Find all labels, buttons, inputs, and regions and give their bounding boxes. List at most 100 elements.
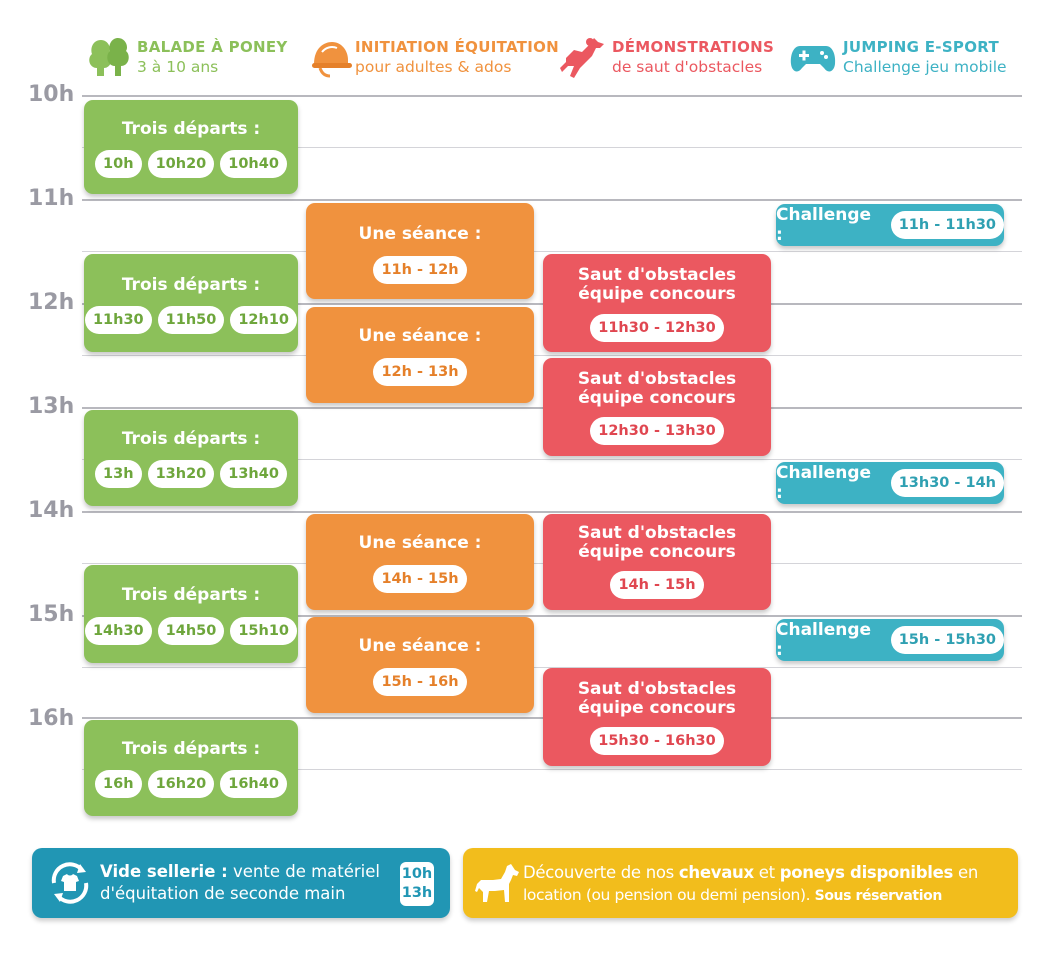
initiation-block: Une séance : 14h - 15h xyxy=(306,514,534,610)
hour-label: 13h xyxy=(28,394,75,419)
time-chip: 14h - 15h xyxy=(610,571,704,599)
grid-line-half xyxy=(82,769,1022,770)
decouverte-b2: poneys disponibles xyxy=(779,863,954,882)
time-chip: 15h10 xyxy=(230,617,298,645)
balade-block: Trois départs : 14h30 14h50 15h10 xyxy=(84,565,298,663)
grid-line-half xyxy=(82,251,1022,252)
recycle-tshirt-icon xyxy=(51,862,89,904)
time-chip: 10h40 xyxy=(220,150,287,178)
trees-icon xyxy=(89,38,129,76)
block-title-line2: équipe concours xyxy=(578,388,736,408)
grid-line-half xyxy=(82,667,1022,668)
time-chip: 10h20 xyxy=(147,150,215,178)
block-title-line2: équipe concours xyxy=(578,542,736,562)
vide-sellerie-title: Vide sellerie : xyxy=(100,862,228,881)
decouverte-t2: et xyxy=(753,863,780,882)
decouverte-box: Découverte de nos chevaux et poneys disp… xyxy=(463,848,1018,918)
vide-sellerie-time2: 13h xyxy=(401,885,433,901)
legend-subtitle: pour adultes & ados xyxy=(355,58,512,76)
legend-subtitle: 3 à 10 ans xyxy=(137,58,219,76)
time-chip: 14h - 15h xyxy=(373,565,467,593)
time-chip: 16h40 xyxy=(220,770,287,798)
initiation-block: Une séance : 15h - 16h xyxy=(306,617,534,713)
vide-sellerie-text1: vente de matériel xyxy=(227,862,380,881)
grid-line xyxy=(82,199,1022,201)
hour-label: 10h xyxy=(28,82,75,107)
block-title-line1: Saut d'obstacles xyxy=(577,369,737,389)
legend-demonstrations: DÉMONSTRATIONS de saut d'obstacles xyxy=(560,36,785,84)
gamepad-icon xyxy=(790,46,836,72)
show-jumping-horse-icon xyxy=(560,38,604,78)
hour-label: 11h xyxy=(28,186,75,211)
block-title: Trois départs : xyxy=(121,275,261,295)
decouverte-t3: en xyxy=(953,863,979,882)
time-chip: 16h xyxy=(95,770,142,798)
balade-block: Trois départs : 10h 10h20 10h40 xyxy=(84,100,298,194)
block-title: Trois départs : xyxy=(121,119,261,139)
grid-line-half xyxy=(82,355,1022,356)
balade-block: Trois départs : 16h 16h20 16h40 xyxy=(84,720,298,816)
demonstration-block: Saut d'obstacles équipe concours 12h30 -… xyxy=(543,358,771,456)
legend-balade: BALADE À PONEY 3 à 10 ans xyxy=(87,36,302,84)
legend-title: JUMPING E-SPORT xyxy=(843,38,999,56)
balade-block: Trois départs : 13h 13h20 13h40 xyxy=(84,410,298,506)
block-title: Trois départs : xyxy=(121,585,261,605)
block-title-line2: équipe concours xyxy=(578,698,736,718)
decouverte-b1: chevaux xyxy=(678,863,754,882)
legend-subtitle: Challenge jeu mobile xyxy=(843,58,1007,76)
decouverte-t4: location (ou pension ou demi pension). xyxy=(523,886,815,904)
esport-challenge-block: Challenge : 15h - 15h30 xyxy=(776,619,1004,661)
grid-line xyxy=(82,615,1022,617)
legend-initiation: INITIATION ÉQUITATION pour adultes & ado… xyxy=(310,36,559,84)
time-chip: 13h40 xyxy=(220,460,287,488)
hour-label: 14h xyxy=(28,498,75,523)
block-title-line2: équipe concours xyxy=(578,284,736,304)
challenge-label: Challenge : xyxy=(776,463,872,503)
block-title: Une séance : xyxy=(358,326,482,346)
block-title-line1: Saut d'obstacles xyxy=(577,679,737,699)
decouverte-line1: Découverte de nos chevaux et poneys disp… xyxy=(523,863,978,882)
pony-icon xyxy=(475,864,519,902)
initiation-block: Une séance : 11h - 12h xyxy=(306,203,534,299)
vide-sellerie-time1: 10h xyxy=(401,866,433,882)
time-chip: 14h50 xyxy=(157,617,225,645)
grid-line-half xyxy=(82,147,1022,148)
time-chip: 11h30 xyxy=(84,306,152,334)
grid-line xyxy=(82,95,1022,97)
demonstration-block: Saut d'obstacles équipe concours 14h - 1… xyxy=(543,514,771,610)
time-chip: 13h xyxy=(95,460,142,488)
challenge-label: Challenge : xyxy=(776,620,872,660)
vide-sellerie-line1: Vide sellerie : vente de matériel xyxy=(100,862,380,881)
time-chip: 14h30 xyxy=(84,617,152,645)
time-chip: 15h - 16h xyxy=(373,668,467,696)
block-title: Une séance : xyxy=(358,636,482,656)
balade-block: Trois départs : 11h30 11h50 12h10 xyxy=(84,254,298,352)
decouverte-b3: Sous réservation xyxy=(814,888,943,904)
time-chip: 15h - 15h30 xyxy=(890,626,1004,654)
legend-title: BALADE À PONEY xyxy=(137,38,288,56)
esport-challenge-block: Challenge : 13h30 - 14h xyxy=(776,462,1004,504)
legend-esport: JUMPING E-SPORT Challenge jeu mobile xyxy=(790,36,1030,84)
vide-sellerie-text2: d'équitation de seconde main xyxy=(100,884,346,903)
hour-label: 15h xyxy=(28,602,75,627)
esport-challenge-block: Challenge : 11h - 11h30 xyxy=(776,204,1004,246)
time-chip: 12h - 13h xyxy=(373,358,467,386)
time-chip: 15h30 - 16h30 xyxy=(590,727,724,755)
initiation-block: Une séance : 12h - 13h xyxy=(306,307,534,403)
time-chip: 12h10 xyxy=(230,306,298,334)
time-chip: 16h20 xyxy=(147,770,215,798)
legend-title: DÉMONSTRATIONS xyxy=(612,38,775,56)
grid-line-half xyxy=(82,459,1022,460)
time-chip: 11h - 11h30 xyxy=(890,211,1004,239)
time-chip: 11h - 12h xyxy=(373,256,467,284)
hour-label: 12h xyxy=(28,290,75,315)
challenge-label: Challenge : xyxy=(776,205,872,245)
grid-line xyxy=(82,511,1022,513)
time-chip: 11h30 - 12h30 xyxy=(590,314,724,342)
time-chip: 13h30 - 14h xyxy=(890,469,1004,497)
time-chip: 13h20 xyxy=(147,460,215,488)
vide-sellerie-times: 10h 13h xyxy=(400,862,434,906)
decouverte-line2: location (ou pension ou demi pension). S… xyxy=(523,886,942,904)
decouverte-t1: Découverte de nos xyxy=(523,863,679,882)
block-title: Trois départs : xyxy=(121,739,261,759)
